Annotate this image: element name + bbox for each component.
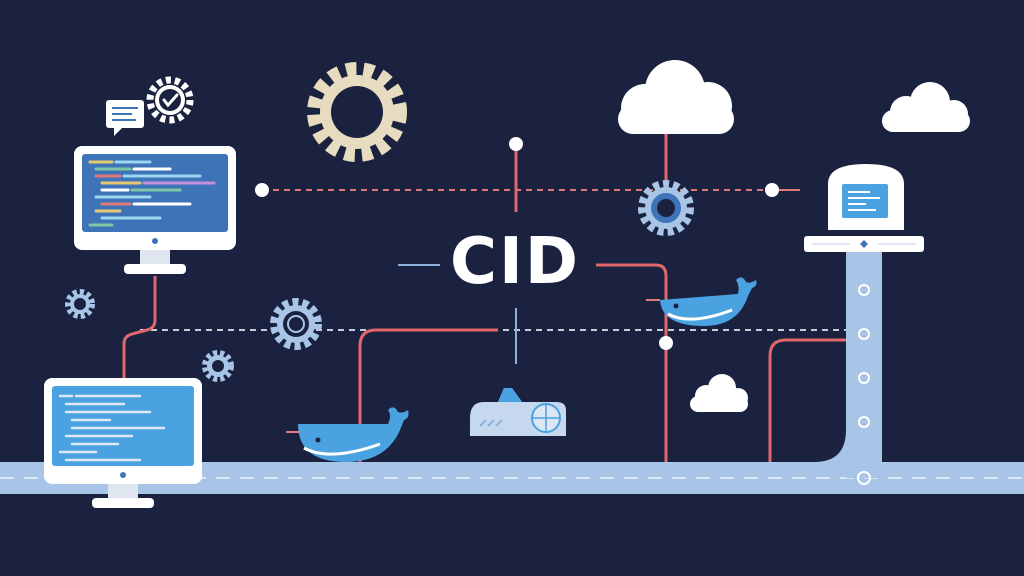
cloud-icon	[618, 60, 734, 134]
check-gear-icon	[146, 76, 194, 124]
cloud-icon	[690, 374, 748, 412]
gear-icon	[638, 180, 694, 236]
gear-icon	[307, 62, 407, 162]
title-ticks	[398, 264, 517, 364]
gear-icon	[202, 350, 234, 382]
docker-whale-icon	[286, 407, 409, 462]
server-icon[interactable]	[804, 164, 924, 252]
desktop-monitor-icon[interactable]	[74, 146, 236, 274]
connector-node	[659, 336, 673, 350]
laptop-monitor-icon[interactable]	[44, 378, 202, 508]
cloud-icon	[882, 82, 970, 132]
connector-node	[509, 137, 523, 151]
code-lines	[88, 160, 216, 227]
docker-whale-icon	[646, 277, 757, 326]
ship-icon	[470, 388, 566, 436]
diagram-title: CID	[450, 225, 580, 299]
gear-icon	[270, 298, 322, 350]
pipeline-vertical	[814, 246, 882, 485]
chat-bubble-icon	[106, 100, 144, 136]
code-lines	[58, 394, 166, 462]
gear-icon	[65, 289, 95, 319]
